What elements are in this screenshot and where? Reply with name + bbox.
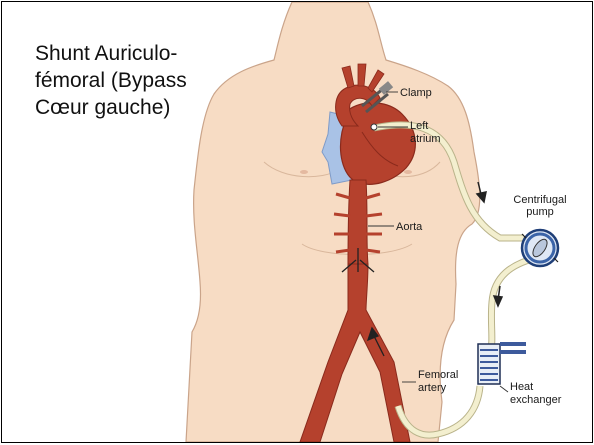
- label-femoral-artery-line1: Femoral: [418, 369, 458, 381]
- label-heat-exchanger-line1: Heat: [510, 381, 533, 393]
- slide-title-line: Cœur gauche): [35, 94, 225, 121]
- label-femoral-artery-line2: artery: [418, 382, 447, 394]
- label-clamp: Clamp: [400, 87, 432, 99]
- label-aorta: Aorta: [396, 221, 423, 233]
- slide-title: Shunt Auriculo- fémoral (Bypass Cœur gau…: [35, 40, 225, 121]
- slide-title-line: fémoral (Bypass: [35, 67, 225, 94]
- heat-exchanger-icon: [478, 342, 526, 384]
- label-left-atrium-line2: atrium: [410, 133, 441, 145]
- label-left-atrium-line1: Left: [410, 120, 428, 132]
- left-atrium-marker: [371, 124, 377, 130]
- label-heat-exchanger-line2: exchanger: [510, 394, 562, 406]
- slide-title-line: Shunt Auriculo-: [35, 40, 225, 67]
- label-centrifugal-pump-line1: Centrifugal: [513, 194, 566, 206]
- centrifugal-pump-icon: [522, 230, 558, 266]
- label-centrifugal-pump-line2: pump: [526, 206, 554, 218]
